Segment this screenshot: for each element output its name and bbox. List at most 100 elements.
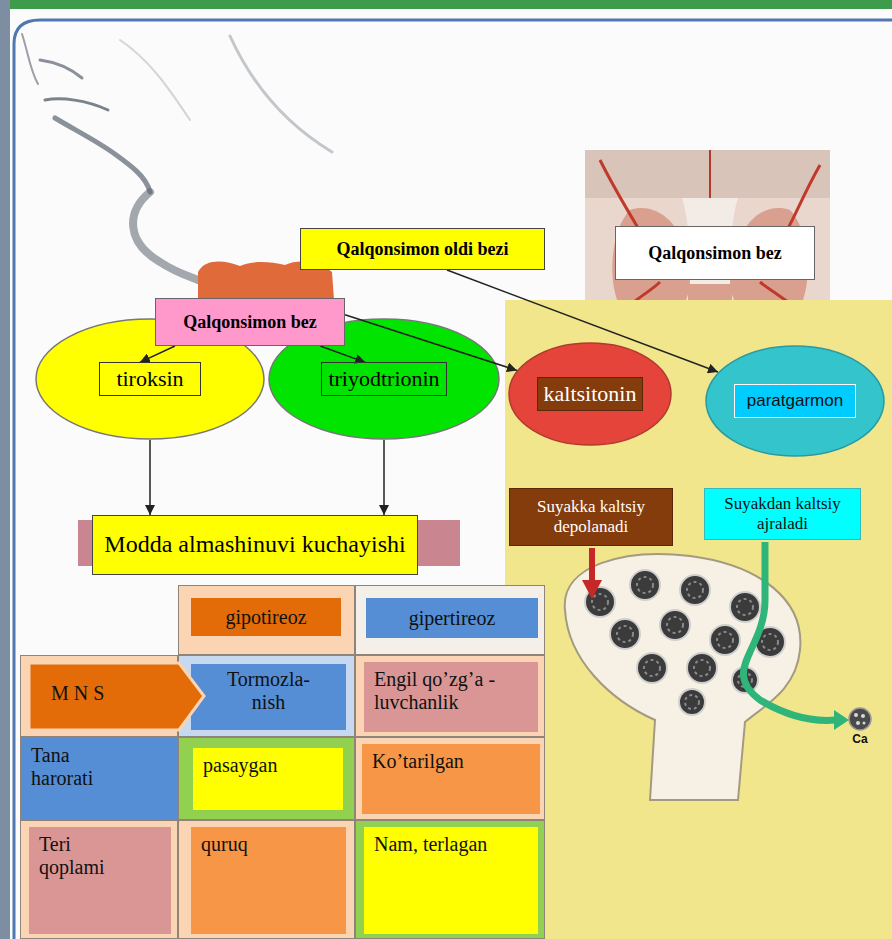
table-cell-text: Tormozla- nish bbox=[219, 668, 319, 714]
table-cell: Engil qo’zg’a -luvchanlik bbox=[355, 655, 545, 737]
node-text: kaltsitonin bbox=[537, 377, 644, 410]
arrow-shape bbox=[29, 663, 204, 730]
bone-cell-pattern bbox=[762, 634, 778, 650]
table-cell-fill: Teri qoplami bbox=[29, 827, 171, 934]
gland-box: Qalqonsimon bez bbox=[615, 226, 815, 280]
table-cell-text: M N S bbox=[51, 682, 104, 705]
node-text: triyodtrionin bbox=[321, 362, 446, 395]
node-text: Qalqonsimon oldi bezi bbox=[336, 239, 508, 260]
table-cell-fill: Ko’tarilgan bbox=[362, 744, 540, 814]
node-text: Suyakka kaltsiy depolanadi bbox=[516, 497, 666, 536]
bone-cell-pattern bbox=[685, 695, 699, 709]
face-profile bbox=[45, 99, 108, 110]
face-profile bbox=[120, 40, 190, 120]
bone-illustration bbox=[565, 542, 871, 800]
bone-cell-pattern bbox=[687, 582, 703, 598]
calcium-ion bbox=[849, 708, 871, 730]
release-arrow bbox=[743, 542, 836, 720]
gland-box: Qalqonsimon bez bbox=[155, 298, 345, 346]
node-text: paratgarmon bbox=[734, 384, 856, 418]
bone-cell bbox=[687, 653, 717, 683]
face-profile bbox=[40, 60, 82, 78]
bone-panel bbox=[505, 300, 892, 939]
calcium-ion bbox=[854, 713, 858, 717]
arrow-shape bbox=[21, 656, 211, 738]
bone-cell bbox=[680, 575, 710, 605]
thyroid-photo bbox=[585, 150, 830, 198]
table-cell-fill: gipertireoz bbox=[366, 598, 538, 638]
node-text: Suyakdan kaltsiy ajraladi bbox=[711, 494, 854, 533]
hormone-ellipse: paratgarmon bbox=[705, 345, 885, 457]
bone-cell-pattern bbox=[637, 577, 653, 593]
effect-box: Suyakka kaltsiy depolanadi bbox=[509, 488, 673, 546]
node-text: Qalqonsimon bez bbox=[648, 243, 782, 264]
face-profile bbox=[22, 34, 38, 84]
table-cell-fill: quruq bbox=[191, 827, 346, 934]
node-text: Modda almashinuvi kuchayishi bbox=[104, 531, 405, 559]
calcium-ion bbox=[856, 721, 860, 725]
bone-cell-pattern bbox=[737, 599, 753, 615]
table-cell-fill: pasaygan bbox=[193, 748, 343, 810]
table-cell: pasaygan bbox=[178, 737, 355, 820]
table-cell-fill: gipotireoz bbox=[191, 598, 341, 636]
release-arrow bbox=[834, 710, 849, 730]
table-cell-fill: Tormozla- nish bbox=[191, 664, 346, 730]
calcium-ion bbox=[861, 714, 865, 718]
hormone-ellipse: tiroksin bbox=[35, 318, 265, 440]
table-cell-text: pasaygan bbox=[203, 754, 277, 777]
table-cell-text: gipertireoz bbox=[409, 607, 496, 630]
ellipse-outline bbox=[509, 343, 671, 445]
element-label: Ca bbox=[846, 733, 874, 751]
bone-cell-pattern bbox=[667, 617, 683, 633]
table-cell: Nam, terlagan bbox=[355, 820, 545, 939]
bone-cell bbox=[637, 653, 667, 683]
table-cell: quruq bbox=[178, 820, 355, 939]
table-cell-text: Engil qo’zg’a -luvchanlik bbox=[374, 668, 528, 714]
ellipse-outline bbox=[269, 319, 499, 439]
bone-cell-pattern bbox=[617, 626, 633, 642]
table-cell: gipotireoz bbox=[178, 585, 355, 655]
bone-cell-pattern bbox=[717, 632, 733, 648]
table-cell-text: Ko’tarilgan bbox=[372, 750, 464, 773]
photo-edge bbox=[0, 0, 10, 939]
bone-cell-pattern bbox=[644, 660, 660, 676]
bone-cell bbox=[630, 570, 660, 600]
table-cell: M N S bbox=[20, 655, 178, 737]
ellipse-outline bbox=[36, 319, 264, 439]
deposit-arrow bbox=[589, 548, 595, 582]
node-text: tiroksin bbox=[99, 362, 200, 395]
table-cell: gipertireoz bbox=[355, 585, 545, 655]
table-cell-text: gipotireoz bbox=[225, 606, 306, 629]
thyroid-photo bbox=[709, 150, 711, 198]
hormone-ellipse: triyodtrionin bbox=[268, 318, 500, 440]
connector-arrow bbox=[149, 440, 151, 515]
table-cell: Teri qoplami bbox=[20, 820, 178, 939]
bone-cell-pattern bbox=[694, 660, 710, 676]
face-profile bbox=[22, 34, 332, 280]
bone-cell bbox=[610, 619, 640, 649]
effect-box: Modda almashinuvi kuchayishi bbox=[92, 515, 418, 575]
bone-cell bbox=[710, 625, 740, 655]
bone-cell bbox=[730, 592, 760, 622]
table-cell: Tana harorati bbox=[20, 737, 178, 820]
photo-edge bbox=[0, 0, 892, 9]
ellipse-outline bbox=[706, 346, 884, 456]
poster-frame bbox=[14, 20, 892, 939]
table-cell-fill: Engil qo’zg’a -luvchanlik bbox=[364, 662, 538, 732]
bone-cell bbox=[660, 610, 690, 640]
bone-cell bbox=[679, 689, 705, 715]
connector-arrow bbox=[383, 440, 385, 515]
table-cell-text: quruq bbox=[201, 833, 248, 856]
face-profile bbox=[55, 118, 150, 192]
bone-cell-pattern bbox=[592, 594, 608, 610]
face-profile bbox=[133, 192, 198, 280]
effect-box: Suyakdan kaltsiy ajraladi bbox=[704, 488, 861, 540]
calcium-ion bbox=[863, 722, 866, 725]
hormone-ellipse: kaltsitonin bbox=[508, 342, 672, 446]
table-cell-text: Tana harorati bbox=[31, 744, 131, 790]
gland-box: Qalqonsimon oldi bezi bbox=[300, 228, 545, 270]
table-cell-text: Teri qoplami bbox=[39, 833, 139, 879]
node-text: Qalqonsimon bez bbox=[183, 312, 317, 333]
